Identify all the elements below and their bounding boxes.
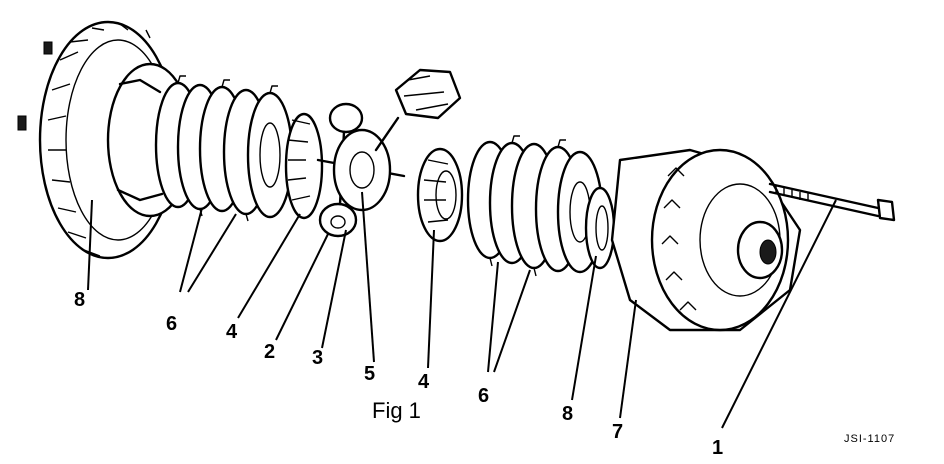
callout-pinion-gear: 2 xyxy=(264,341,275,363)
case-cover xyxy=(610,148,802,332)
leader-lines xyxy=(87,191,837,429)
callout-crown-wheel: 8 xyxy=(74,289,85,311)
drive-pinion xyxy=(374,68,462,152)
left-clutch-plates xyxy=(154,75,294,222)
reference-code: JSI-1107 xyxy=(844,433,895,445)
callout-cross-shaft: 5 xyxy=(364,363,375,385)
callout-right-side-gear: 4 xyxy=(418,371,430,393)
spring-washer xyxy=(584,186,616,270)
callout-case-cover: 7 xyxy=(612,421,623,443)
callout-bolt: 1 xyxy=(712,437,723,459)
callout-left-side-gear: 4 xyxy=(226,321,238,343)
callout-spring-washer: 8 xyxy=(562,403,573,425)
bolt xyxy=(768,182,896,222)
right-side-gear xyxy=(416,147,464,243)
left-side-gear xyxy=(284,112,324,220)
figure-caption: Fig 1 xyxy=(372,398,421,423)
callout-pinion-shaft: 3 xyxy=(312,347,323,369)
pinion-gear-assembly xyxy=(316,102,406,238)
callout-left-plates: 6 xyxy=(166,313,177,335)
right-clutch-plates xyxy=(466,135,604,277)
callout-right-plates: 6 xyxy=(478,385,489,407)
